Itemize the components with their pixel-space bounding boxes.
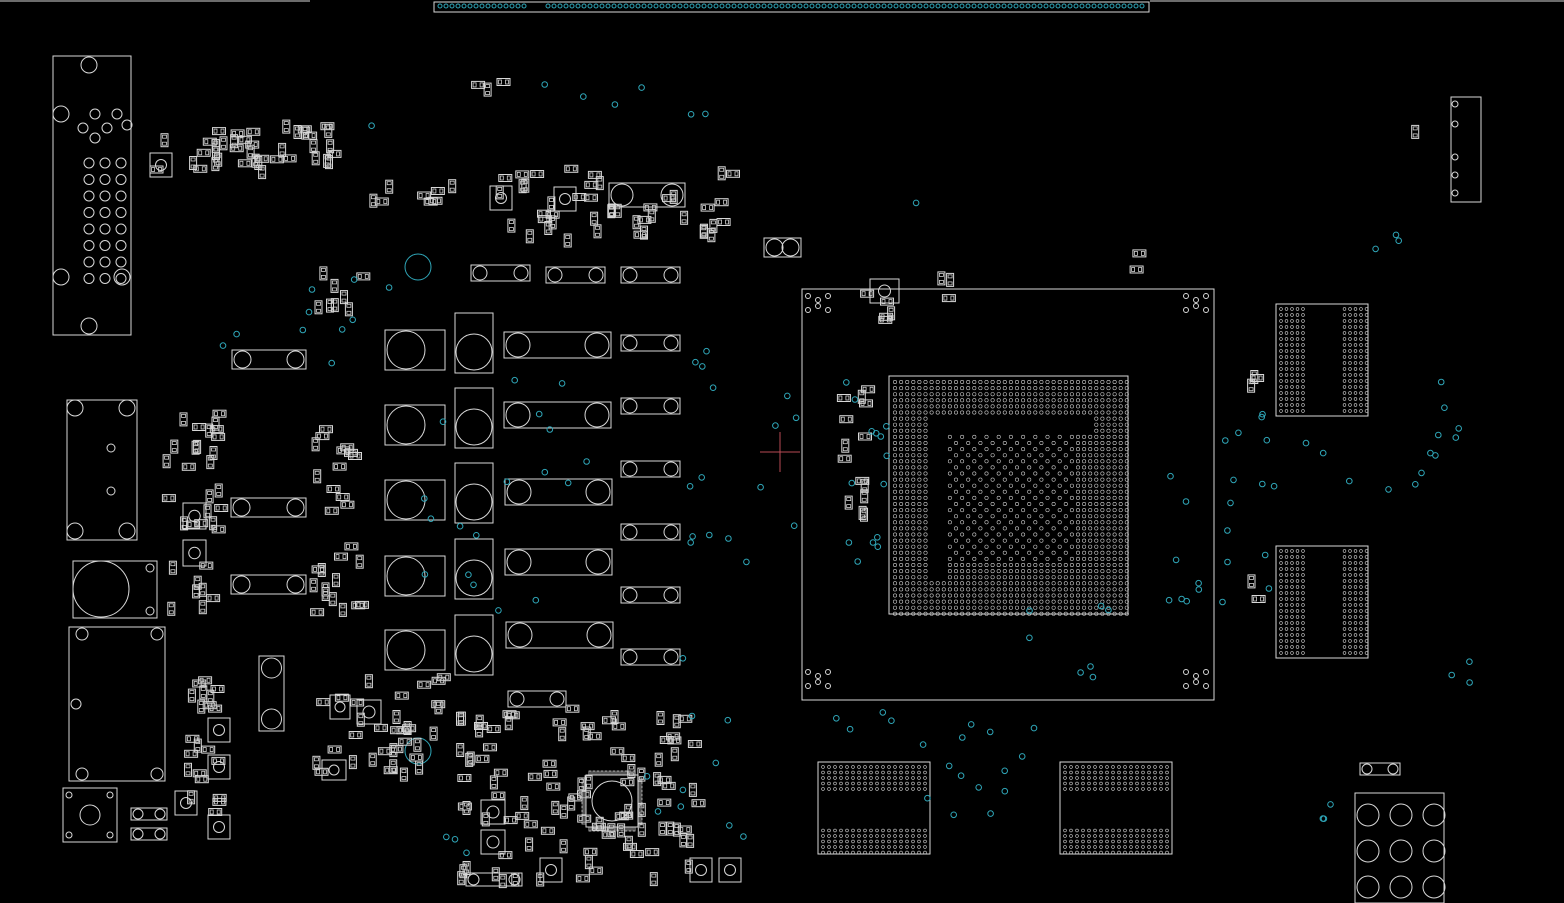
smd-components: [149, 78, 1420, 889]
hdmi-connector: [66, 399, 138, 541]
edge-connector: [433, 1, 1150, 13]
memory-chip-bottom-right: [1059, 761, 1173, 855]
right-header: [1450, 96, 1482, 203]
inductor-array: [130, 182, 1401, 887]
dvi-connector: [52, 55, 133, 336]
power-connector: [1354, 792, 1446, 903]
crosshair-icon: [760, 432, 800, 472]
memory-chip-bottom-left: [817, 761, 931, 855]
displayport-connector: [68, 626, 166, 782]
vias: [219, 81, 1473, 857]
power-jack: [72, 560, 158, 619]
memory-chip-right-bottom: [1275, 545, 1369, 659]
memory-chip-right-top: [1275, 303, 1369, 417]
gpu-package: [801, 288, 1215, 701]
fan-header: [62, 787, 118, 843]
capacitor-array: [258, 312, 494, 732]
